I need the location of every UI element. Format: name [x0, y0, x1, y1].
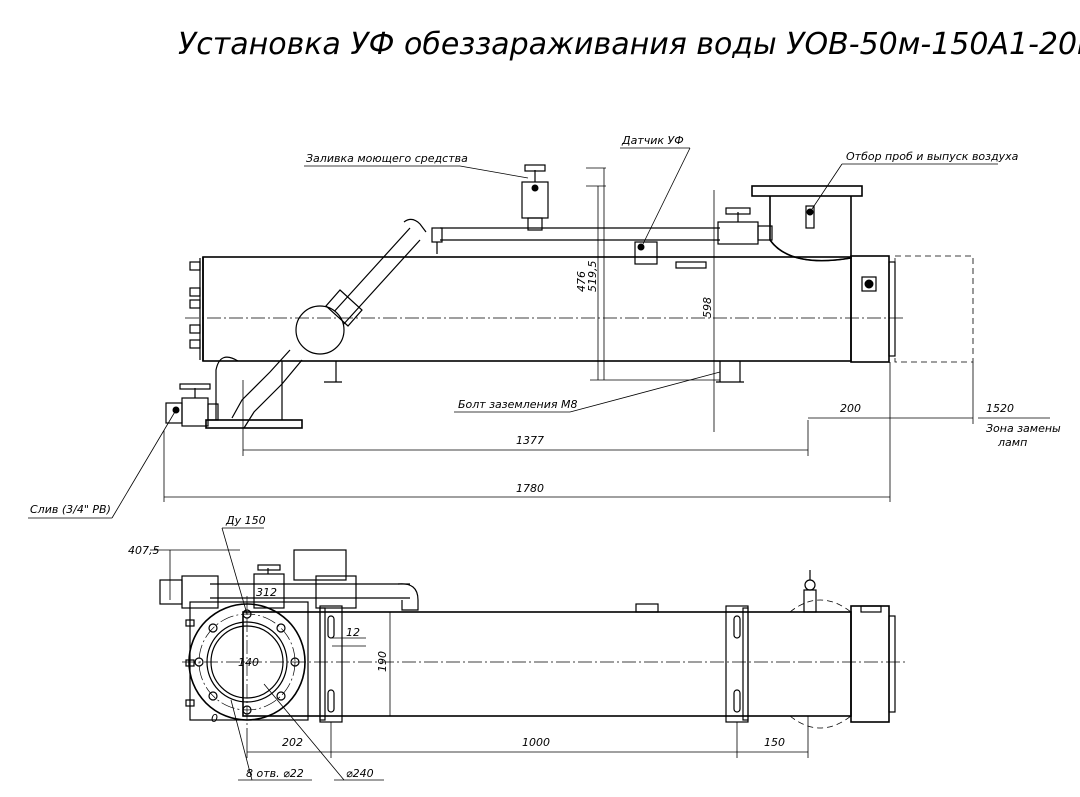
callout-drain: Слив (3/4" РВ)	[30, 503, 111, 516]
dim-1780: 1780	[516, 482, 544, 495]
uv-sensor-box	[634, 241, 658, 265]
top-view	[159, 549, 905, 729]
dim-0: 0	[211, 712, 218, 725]
dim-190: 190	[376, 651, 389, 672]
callout-bolt-circle: ⌀240	[346, 767, 374, 780]
dim-312: 312	[256, 586, 277, 599]
dim-202: 202	[282, 736, 303, 749]
callout-lamp-zone-2: ламп	[997, 436, 1027, 449]
front-callouts: Заливка моющего средства Датчик УФ Отбор…	[28, 134, 1061, 519]
support-band-right	[725, 605, 749, 723]
end-cap-bolts	[189, 258, 201, 360]
drawing-title: Установка УФ обеззараживания воды УОВ-50…	[178, 27, 1080, 62]
dim-1000: 1000	[522, 736, 550, 749]
dim-519: 519,5	[586, 261, 599, 293]
dim-476: 476	[575, 271, 588, 292]
dim-1377: 1377	[516, 434, 544, 447]
callout-dn150: Ду 150	[225, 514, 266, 527]
dim-407: 407,5	[128, 544, 160, 557]
callout-sampling: Отбор проб и выпуск воздуха	[846, 150, 1019, 163]
callout-detergent: Заливка моющего средства	[306, 152, 468, 165]
dim-598: 598	[701, 297, 714, 318]
inlet-valve-body	[295, 305, 345, 355]
chamber-body	[202, 256, 852, 362]
callout-holes: 8 отв. ⌀22	[246, 767, 304, 780]
lamp-replacement-zone	[894, 255, 974, 363]
callout-ground-bolt: Болт заземления М8	[458, 398, 577, 411]
callout-uv-sensor: Датчик УФ	[621, 134, 684, 147]
dim-150: 150	[764, 736, 785, 749]
lamp-housing	[850, 255, 890, 363]
control-box	[861, 276, 877, 292]
dim-140: 140	[238, 656, 259, 669]
front-dimensions: 476 519,5 598 1377 1780 200 1520	[163, 167, 1014, 502]
callout-lamp-zone-1: Зона замены	[986, 422, 1061, 435]
outlet-flange	[751, 185, 863, 197]
dim-200: 200	[840, 402, 861, 415]
support-band-left	[319, 605, 343, 723]
dim-12: 12	[346, 626, 360, 639]
base-plate	[205, 419, 303, 429]
dim-1520: 1520	[986, 402, 1014, 415]
top-dimensions: Ду 150 407,5 312 140 0 12 190 202 1000 1…	[128, 514, 809, 781]
front-view	[165, 164, 974, 429]
